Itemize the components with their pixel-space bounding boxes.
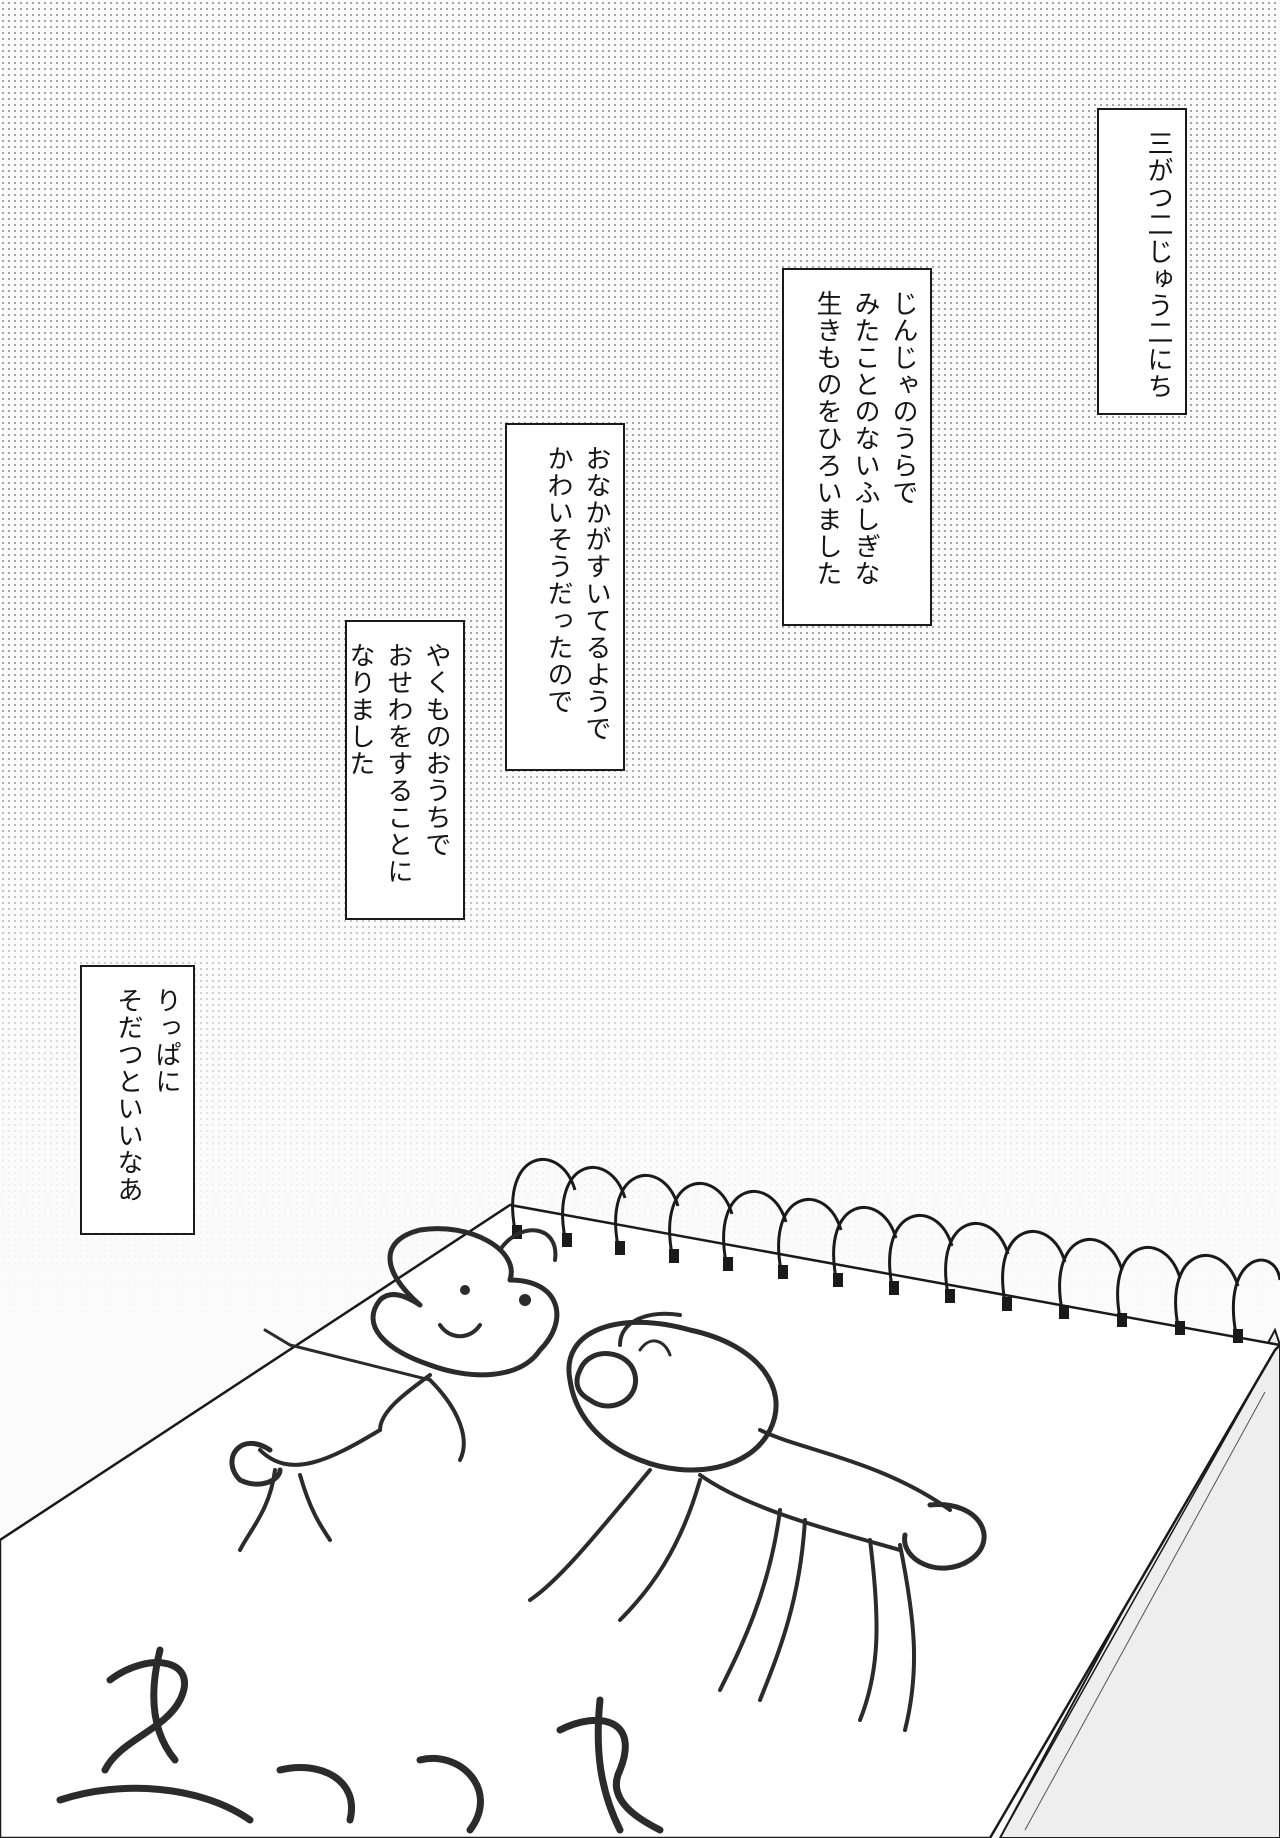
caption-found-line-3: 生きものをひろいました <box>812 290 842 587</box>
caption-hungry-line-1: おなかがすいてるようで <box>581 445 611 742</box>
caption-grow-line-2: そだつといいなあ <box>113 987 143 1203</box>
caption-found-line-2: みたことのないふしぎな <box>850 290 880 587</box>
crayon-girl-drawing <box>229 1226 560 1552</box>
caption-hungry: おなかがすいてるようで かわいそうだったので <box>505 423 625 771</box>
caption-care-line-3: なりました <box>345 642 375 777</box>
caption-date: 三がつ二じゅう二にち <box>1097 108 1187 415</box>
sketchbook-icon <box>0 1158 1280 1838</box>
caption-grow-line-1: りっぱに <box>151 987 181 1095</box>
caption-date-line-1: 三がつ二じゅう二にち <box>1143 130 1173 400</box>
caption-found-line-1: じんじゃのうらで <box>888 290 918 506</box>
crayon-creature-drawing <box>528 1311 987 1732</box>
caption-care-line-1: やくものおうちで <box>421 642 451 858</box>
sketchbook-illustration <box>0 1158 1280 1838</box>
caption-hungry-line-2: かわいそうだったので <box>543 445 573 715</box>
caption-found-creature: じんじゃのうらで みたことのないふしぎな 生きものをひろいました <box>782 268 932 626</box>
caption-grow-up: りっぱに そだつといいなあ <box>80 965 195 1235</box>
caption-take-care: やくものおうちで おせわをすることに なりました <box>345 620 465 920</box>
spiral-holes <box>512 1225 1243 1343</box>
spiral-rings <box>511 1158 1280 1335</box>
caption-care-line-2: おせわをすることに <box>383 642 413 885</box>
crayon-handwriting <box>56 1646 664 1834</box>
